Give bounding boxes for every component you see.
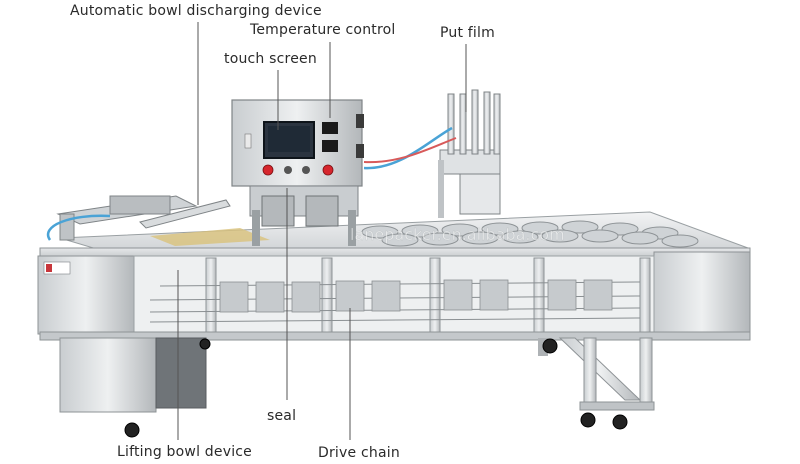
temperature-display-2 <box>322 140 338 152</box>
blue-hose <box>363 126 453 170</box>
label-touch-screen: touch screen <box>224 51 317 67</box>
label-seal: seal <box>267 408 297 424</box>
label-put-film: Put film <box>440 25 495 41</box>
label-automatic-bowl-discharging-device: Automatic bowl discharging device <box>70 3 322 19</box>
temperature-display-1 <box>322 122 338 134</box>
red-button-right <box>322 164 334 176</box>
label-temperature-control: Temperature control <box>250 22 396 38</box>
red-hose <box>363 137 457 164</box>
right-cabinet <box>653 251 751 335</box>
caster-wheels <box>124 338 628 438</box>
blue-hose-left <box>46 214 111 241</box>
lower-left-cabinet <box>59 337 157 413</box>
red-button-left <box>262 164 274 176</box>
label-drive-chain: Drive chain <box>318 445 400 461</box>
watermark: lanepacker.en.alibaba.com <box>350 225 565 244</box>
label-lifting-bowl-device: Lifting bowl device <box>117 444 252 460</box>
bowl-moulds <box>361 220 699 248</box>
film-roll-area <box>150 228 270 246</box>
leader-lines <box>177 22 467 440</box>
